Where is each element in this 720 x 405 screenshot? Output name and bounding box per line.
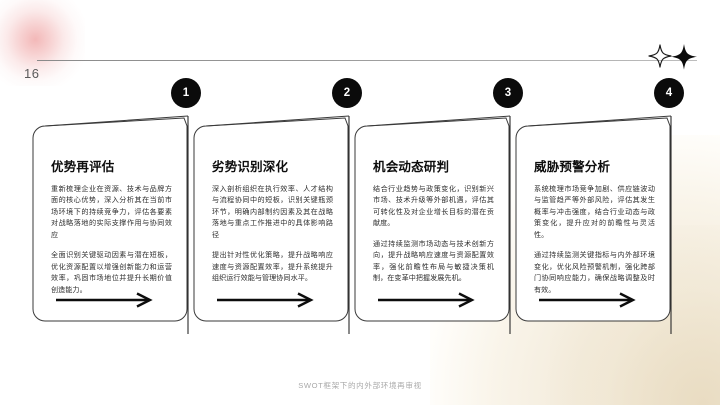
swot-card-threats[interactable]: 威胁预警分析 系统梳理市场竞争加剧、供应链波动与监管趋严等外部风险，评估其发生概… xyxy=(515,115,672,344)
card-paragraph-2: 全面识别关键驱动因素与潜在短板，优化资源配置以增强创新能力和运营效率，巩固市场地… xyxy=(51,251,172,294)
card-paragraph-1: 系统梳理市场竞争加剧、供应链波动与监管趋严等外部风险，评估其发生概率与冲击强度，… xyxy=(534,185,655,239)
step-badge-1[interactable]: 1 xyxy=(171,78,201,108)
swot-card-deck: 优势再评估 重新梳理企业在资源、技术与品牌方面的核心优势，深入分析其在当前市场环… xyxy=(0,78,720,364)
card-paragraph-2: 通过持续监测市场动态与技术创新方向，提升战略响应速度与资源配置效率，强化前瞻性布… xyxy=(373,239,494,283)
card-top-slant-line xyxy=(366,115,511,127)
sparkle-decoration-group xyxy=(648,44,697,70)
card-paragraph-1: 深入剖析组织在执行效率、人才结构与流程协同中的短板，识别关键瓶颈环节，明确内部制… xyxy=(212,185,333,239)
swot-card-weaknesses[interactable]: 劣势识别深化 深入剖析组织在执行效率、人才结构与流程协同中的短板，识别关键瓶颈环… xyxy=(193,115,350,344)
arrow-right-icon xyxy=(539,292,636,308)
step-badge-3[interactable]: 3 xyxy=(493,78,523,108)
card-paragraph-1: 结合行业趋势与政策变化，识别新兴市场、技术升级等外部机遇，评估其可转化性及对企业… xyxy=(373,185,494,228)
card-content-2: 劣势识别深化 深入剖析组织在执行效率、人才结构与流程协同中的短板，识别关键瓶颈环… xyxy=(212,156,333,285)
card-top-slant-line xyxy=(527,115,672,127)
card-paragraph-2: 通过持续监测关键指标与内外部环境变化，优化风险预警机制，强化跨部门协同响应能力，… xyxy=(534,251,655,294)
swot-card-opportunities[interactable]: 机会动态研判 结合行业趋势与政策变化，识别新兴市场、技术升级等外部机遇，评估其可… xyxy=(354,115,511,344)
card-title: 劣势识别深化 xyxy=(212,160,289,174)
step-badge-label: 3 xyxy=(504,87,512,99)
swot-card-strengths[interactable]: 优势再评估 重新梳理企业在资源、技术与品牌方面的核心优势，深入分析其在当前市场环… xyxy=(32,115,189,344)
card-paragraph-1: 重新梳理企业在资源、技术与品牌方面的核心优势，深入分析其在当前市场环境下的持续竞… xyxy=(51,185,172,239)
card-title: 威胁预警分析 xyxy=(534,160,611,174)
card-paragraph-2: 提出针对性优化策略，提升战略响应速度与资源配置效率，提升系统提升组织运行效能与管… xyxy=(212,251,333,283)
pink-blur-blob xyxy=(0,0,85,86)
card-frame-1 xyxy=(32,115,189,334)
step-badge-4[interactable]: 4 xyxy=(654,78,684,108)
card-outline-path xyxy=(32,117,188,322)
page-number: 16 xyxy=(24,66,40,81)
sparkle-filled-icon xyxy=(671,44,697,70)
card-content-1: 优势再评估 重新梳理企业在资源、技术与品牌方面的核心优势，深入分析其在当前市场环… xyxy=(51,156,172,296)
card-outline-path xyxy=(515,117,671,322)
slide-caption: SWOT框架下的内外部环境再审视 xyxy=(298,381,422,390)
card-frame-2 xyxy=(193,115,350,334)
sparkle-outline-icon xyxy=(648,44,672,68)
card-content-3: 机会动态研判 结合行业趋势与政策变化，识别新兴市场、技术升级等外部机遇，评估其可… xyxy=(373,156,494,285)
card-outline-path xyxy=(354,117,510,322)
card-title: 优势再评估 xyxy=(51,160,115,174)
card-top-slant-line xyxy=(205,115,350,127)
card-frame-3 xyxy=(354,115,511,334)
card-title: 机会动态研判 xyxy=(373,160,450,174)
step-badge-label: 1 xyxy=(182,87,190,99)
step-badge-2[interactable]: 2 xyxy=(332,78,362,108)
step-badge-label: 2 xyxy=(343,87,351,99)
card-frame-4 xyxy=(515,115,672,334)
card-outline-path xyxy=(193,117,349,322)
step-badge-label: 4 xyxy=(665,87,673,99)
card-content-4: 威胁预警分析 系统梳理市场竞争加剧、供应链波动与监管趋严等外部风险，评估其发生概… xyxy=(534,156,655,296)
arrow-right-icon xyxy=(378,292,475,308)
arrow-right-icon xyxy=(56,292,153,308)
header-divider xyxy=(37,60,697,61)
card-top-slant-line xyxy=(44,115,189,127)
arrow-right-icon xyxy=(217,292,314,308)
